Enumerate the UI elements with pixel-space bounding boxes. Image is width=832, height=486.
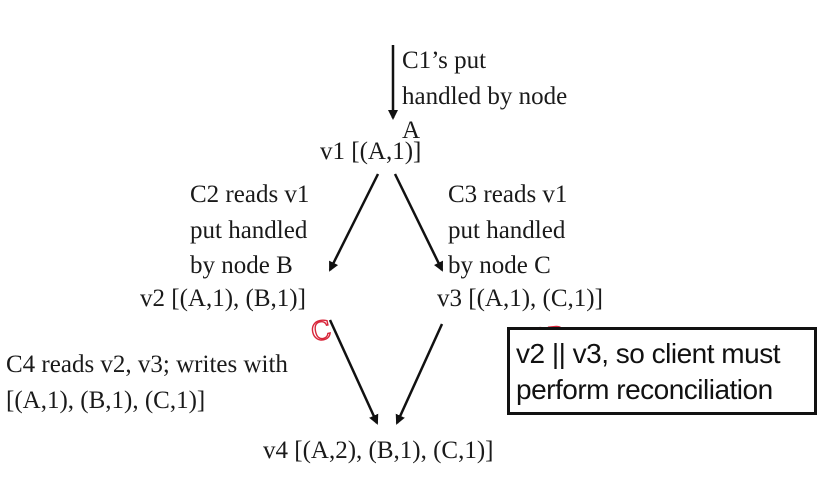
callout-line-2: perform reconciliation	[516, 374, 773, 405]
c3-line-3: by node C	[448, 252, 551, 279]
c4-line-2: [(A,1), (B,1), (C,1)]	[6, 387, 206, 414]
node-v1: v1 [(A,1)]	[320, 138, 422, 165]
c2-line-2: put handled	[190, 217, 308, 244]
c3-line-1: C3 reads v1	[448, 181, 568, 208]
c3-line-2: put handled	[448, 217, 566, 244]
c4-line-1: C4 reads v2, v3; writes with	[6, 351, 288, 378]
c1-line-2: handled by node	[402, 83, 568, 110]
c1-line-3: A	[402, 117, 421, 144]
arrow-v3-to-v4	[395, 323, 444, 425]
arrow-v1-to-v2	[328, 173, 380, 272]
arrow-v1-to-v3	[393, 173, 444, 272]
c2-line-3: by node B	[190, 252, 293, 279]
node-v2: v2 [(A,1), (B,1)]	[140, 285, 306, 312]
c1-line-1: C1’s put	[402, 47, 487, 74]
node-v3: v3 [(A,1), (C,1)]	[437, 285, 603, 312]
reconciliation-callout: v2 || v3, so client must perform reconci…	[507, 327, 817, 415]
callout-line-1: v2 || v3, so client must	[516, 338, 780, 369]
arrow-v2-to-v4	[328, 319, 379, 425]
node-v4: v4 [(A,2), (B,1), (C,1)]	[263, 437, 494, 464]
c2-line-1: C2 reads v1	[190, 181, 310, 208]
